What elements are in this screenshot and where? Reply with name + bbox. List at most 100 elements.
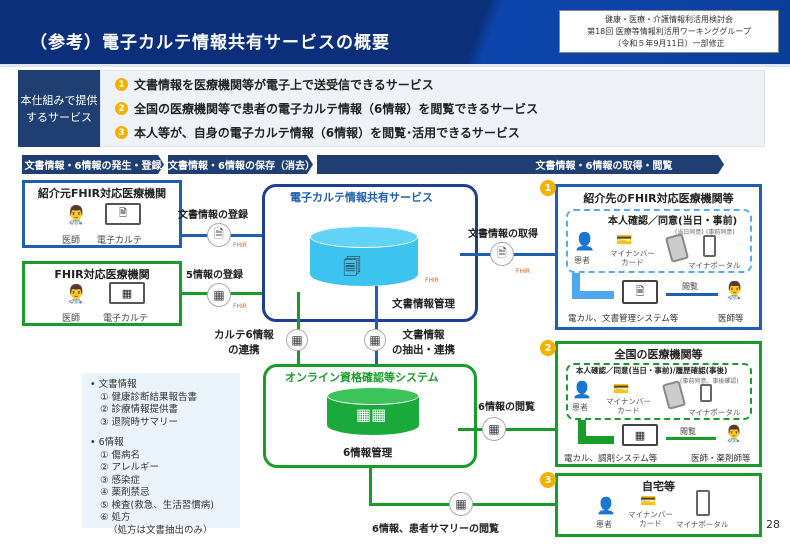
- doctor-icon: 👨‍⚕️: [724, 281, 746, 301]
- consent-area: [566, 209, 752, 273]
- referrer-hospital-box: 紹介元FHIR対応医療機関 👨‍⚕️ 🗎 医師 電子カルテ: [22, 180, 182, 248]
- info6-header-text: 6情報: [98, 437, 124, 448]
- number-badge: 3: [115, 126, 128, 139]
- list-item: ④ 薬剤禁忌: [100, 487, 150, 498]
- fhir-hospital-title: FHIR対応医療機関: [54, 268, 150, 281]
- card-line1: マイナンバー: [628, 510, 673, 519]
- karte-link-line: [297, 292, 300, 364]
- header-divider: [0, 64, 790, 67]
- card-line2: カード: [617, 406, 640, 415]
- list-item: ① 健康診断結果報告書: [100, 391, 198, 403]
- smartphone-icon: [696, 490, 710, 516]
- service-text: 本人等が、自身の電子カルテ情報（6情報）を閲覧･活用できるサービス: [134, 126, 520, 140]
- view-arrow: [666, 437, 716, 440]
- section2-badge: 2: [540, 340, 556, 356]
- list-item: （処方は文書抽出のみ）: [108, 524, 213, 536]
- view-label: 閲覧: [682, 282, 698, 291]
- service-item: 2 全国の医療機関等で患者の電子カルテ情報（6情報）を閲覧できるサービス: [115, 100, 538, 117]
- extract-line: [375, 286, 378, 364]
- karte-link-label: カルテ6情報 の連携: [214, 327, 274, 357]
- card-line2: カード: [639, 519, 662, 528]
- list-item: ③ 感染症: [100, 474, 141, 486]
- patient-label: 患者: [572, 403, 588, 412]
- card-line1: マイナンバー: [606, 397, 651, 406]
- patient-label: 患者: [574, 256, 590, 265]
- list-doc-header: • 文書情報: [90, 379, 137, 390]
- note-line-1: 健康・医療・介護情報利活用検討会: [605, 15, 733, 24]
- doc-register-label: 文書情報の登録: [178, 210, 248, 221]
- note-line-3: （令和５年9月11日）一部修正: [613, 39, 725, 48]
- number-badge: 1: [115, 78, 128, 91]
- list-info6-header: • 6情報: [90, 437, 124, 448]
- ehr-label: 電子カルテ: [97, 236, 143, 246]
- doctor-label: 医師: [62, 236, 81, 246]
- service-text: 文書情報を医療機関等が電子上で送受信できるサービス: [134, 78, 434, 92]
- consent-area: [566, 363, 752, 420]
- portal-label: マイナポータル: [688, 261, 741, 270]
- phase-retrieve: 文書情報・6情報の取得・閲覧: [484, 155, 724, 174]
- consent-sub-label: (事前同意、事後確認): [680, 378, 739, 385]
- page-number: 28: [766, 518, 780, 531]
- patient-icon: 👤: [572, 380, 592, 399]
- karte-link-line2: の連携: [228, 344, 260, 356]
- extract-line1: 文書情報: [402, 329, 445, 341]
- ehr-label: 電子カルテ: [103, 314, 149, 324]
- fhir-tag: FHIR: [516, 268, 530, 275]
- service-item: 3 本人等が、自身の電子カルテ情報（6情報）を閲覧･活用できるサービス: [115, 124, 520, 141]
- list-item: ② アレルギー: [100, 462, 160, 473]
- doctor-icon: 👨‍⚕️: [65, 205, 88, 226]
- referrer-hospital-title: 紹介元FHIR対応医療機関: [37, 187, 167, 200]
- patient-icon: 👤: [574, 232, 596, 252]
- phase-register: 文書情報・6情報の発生・登録: [22, 155, 164, 174]
- doctor-label: 医師: [62, 314, 81, 324]
- section3-home-box: 自宅等 👤 患者 💳 マイナンバー カード マイナポータル: [555, 473, 762, 537]
- patient-label: 患者: [596, 520, 612, 529]
- prior-consent-label: (事前同意): [706, 229, 735, 236]
- document-icon: 🗎: [490, 242, 514, 266]
- flow-arrow-vertical: [572, 273, 580, 295]
- mynumber-card-label: マイナンバー カード: [606, 397, 651, 415]
- doc-get-label: 文書情報の取得: [468, 229, 538, 240]
- flow-arrow-horizontal: [578, 436, 614, 444]
- table-icon: ▦: [449, 492, 473, 516]
- services-box: [100, 70, 765, 147]
- online-qualification-title: オンライン資格確認等システム: [285, 371, 439, 384]
- smartphone-icon: [703, 235, 716, 257]
- system-label: 電カル、調剤システム等: [564, 454, 658, 464]
- extract-label: 文書情報 の抽出・連携: [392, 327, 455, 357]
- same-day-consent-label: (当日同意): [675, 229, 704, 236]
- page-title: （参考）電子カルテ情報共有サービスの概要: [30, 33, 390, 53]
- section2-title: 全国の医療機関等: [614, 348, 703, 361]
- table-icon: ▦: [364, 329, 386, 351]
- mynumber-card-label: マイナンバー カード: [628, 510, 673, 528]
- mynumber-card-label: マイナンバー カード: [610, 249, 655, 267]
- flow-arrow-vertical: [578, 420, 586, 440]
- doc-mgmt-label: 文書情報管理: [392, 298, 455, 310]
- list-item: ② 診療情報提供書: [100, 404, 179, 415]
- list-item: ① 傷病名: [100, 449, 141, 461]
- extract-line2: の抽出・連携: [392, 344, 455, 356]
- staff-label: 医師等: [718, 314, 744, 324]
- info-definition-list: • 文書情報 ① 健康診断結果報告書 ② 診療情報提供書 ③ 退院時サマリー •…: [82, 373, 240, 536]
- info5-register-line: [182, 292, 297, 295]
- note-line-2: 第18回 医療等情報利活用ワーキンググループ: [587, 27, 751, 36]
- phase-store-ext: [335, 155, 460, 174]
- database-top: [310, 226, 418, 248]
- view-arrow: [666, 293, 718, 296]
- fhir-tag: FHIR: [233, 242, 247, 249]
- consent-label: 本人確認／同意(当日・事前): [608, 216, 738, 227]
- section3-badge: 3: [540, 472, 556, 488]
- info5-register-label: 5情報の登録: [186, 270, 243, 281]
- laptop-document-icon: 🗎: [622, 280, 658, 304]
- view-label: 閲覧: [680, 427, 696, 436]
- list-item: ③ 退院時サマリー: [100, 416, 179, 428]
- info6-mgmt-label: 6情報管理: [343, 447, 393, 459]
- ehr-sharing-service-title: 電子カルテ情報共有サービス: [290, 191, 433, 204]
- system-label: 電カル、文書管理システム等: [568, 314, 679, 324]
- laptop-document-icon: 🗎: [105, 203, 141, 225]
- documents-stack-icon: 🗐: [343, 257, 361, 278]
- section1-title: 紹介先のFHIR対応医療機関等: [583, 192, 734, 205]
- service-text: 全国の医療機関等で患者の電子カルテ情報（6情報）を閲覧できるサービス: [134, 102, 539, 116]
- section2-nationwide-box: 全国の医療機関等 本人確認／同意(当日・事前)/履歴確認(事後) (事前同意、事…: [555, 341, 762, 467]
- fhir-tag: FHIR: [425, 277, 439, 284]
